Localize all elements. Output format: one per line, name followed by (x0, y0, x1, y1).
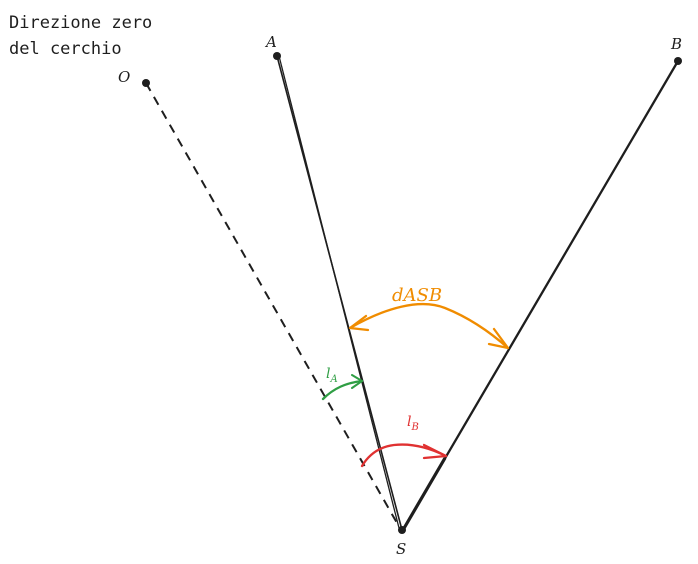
line-s-b (402, 60, 679, 531)
zero-direction-line (145, 82, 402, 531)
angle-label-la: lA (326, 366, 338, 385)
angle-arc-dasb-arrowhead-b (487, 327, 510, 350)
angle-label-dasb: dASB (392, 285, 442, 306)
point-o (142, 79, 150, 87)
angle-arc-la (321, 379, 364, 401)
line-s-b-thick-end (401, 457, 447, 531)
point-s (398, 526, 406, 534)
label-o: O (118, 68, 130, 86)
note-line-1: Direzione zero (9, 13, 152, 33)
label-s: S (396, 540, 406, 558)
angle-arc-dasb (349, 302, 509, 349)
point-a (273, 52, 281, 60)
note-line-2: del cerchio (9, 39, 122, 59)
point-b (674, 57, 682, 65)
line-s-a-second-stroke (278, 55, 400, 529)
angle-arc-la-arrowhead (351, 374, 363, 389)
label-a: A (264, 33, 277, 51)
label-b: B (670, 35, 682, 53)
angle-label-lb: lB (407, 414, 419, 433)
angle-arc-dasb-arrowhead-a (348, 314, 370, 332)
angle-arc-lb-arrowhead (422, 443, 448, 460)
angle-arc-lb (360, 443, 448, 468)
